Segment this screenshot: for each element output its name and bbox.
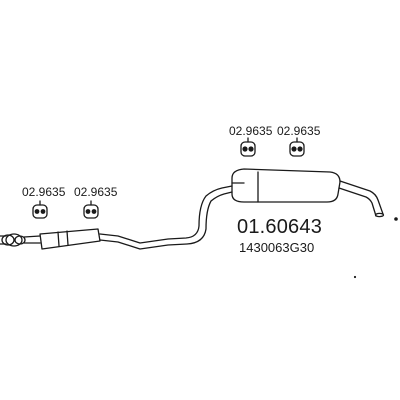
rubber-mount-icon	[240, 137, 256, 157]
exhaust-pipe-assembly	[0, 168, 385, 250]
oem-number: 1430063G30	[239, 240, 314, 255]
clamp-label-top-left: 02.9635	[229, 124, 273, 138]
rubber-mount-icon	[32, 200, 48, 219]
clamp-label-left-b: 02.9635	[74, 185, 118, 199]
clamp-mark	[394, 217, 398, 221]
main-part-number: 01.60643	[237, 216, 322, 238]
rubber-mount-icon	[83, 200, 99, 219]
clamp-label-left-a: 02.9635	[22, 185, 66, 199]
clamp-mark	[353, 275, 357, 279]
rear-silencer	[231, 168, 341, 203]
rubber-mount-icon	[289, 137, 305, 157]
clamp-label-top-right: 02.9635	[277, 124, 321, 138]
front-flange	[0, 233, 26, 247]
front-resonator	[39, 228, 101, 250]
